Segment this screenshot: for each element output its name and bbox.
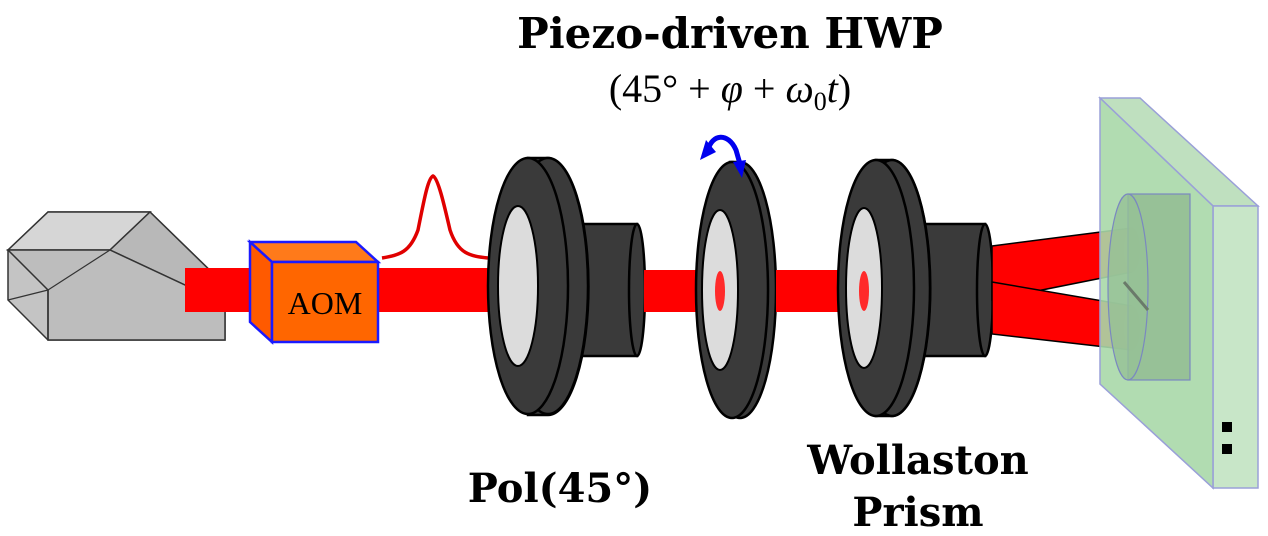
wollaston-label-line1: Wollaston (806, 437, 1028, 484)
half-wave-plate-mount (694, 160, 778, 420)
polarizer-label: Pol(45°) (468, 465, 652, 512)
polarizer-mount (486, 156, 647, 417)
hwp-angle-label: (45° + φ + ω0t) (609, 66, 851, 116)
wollaston-label-line2: Prism (852, 489, 983, 536)
aom-label: AOM (288, 285, 363, 321)
hwp-title-label: Piezo-driven HWP (517, 9, 943, 58)
gaussian-pulse-icon (381, 174, 489, 260)
wollaston-prism-mount (836, 158, 995, 418)
laser-head-icon (6, 210, 227, 341)
aom-crystal: AOM (246, 239, 382, 345)
rotation-arrow-icon (700, 134, 746, 178)
photodetector (1098, 96, 1260, 490)
